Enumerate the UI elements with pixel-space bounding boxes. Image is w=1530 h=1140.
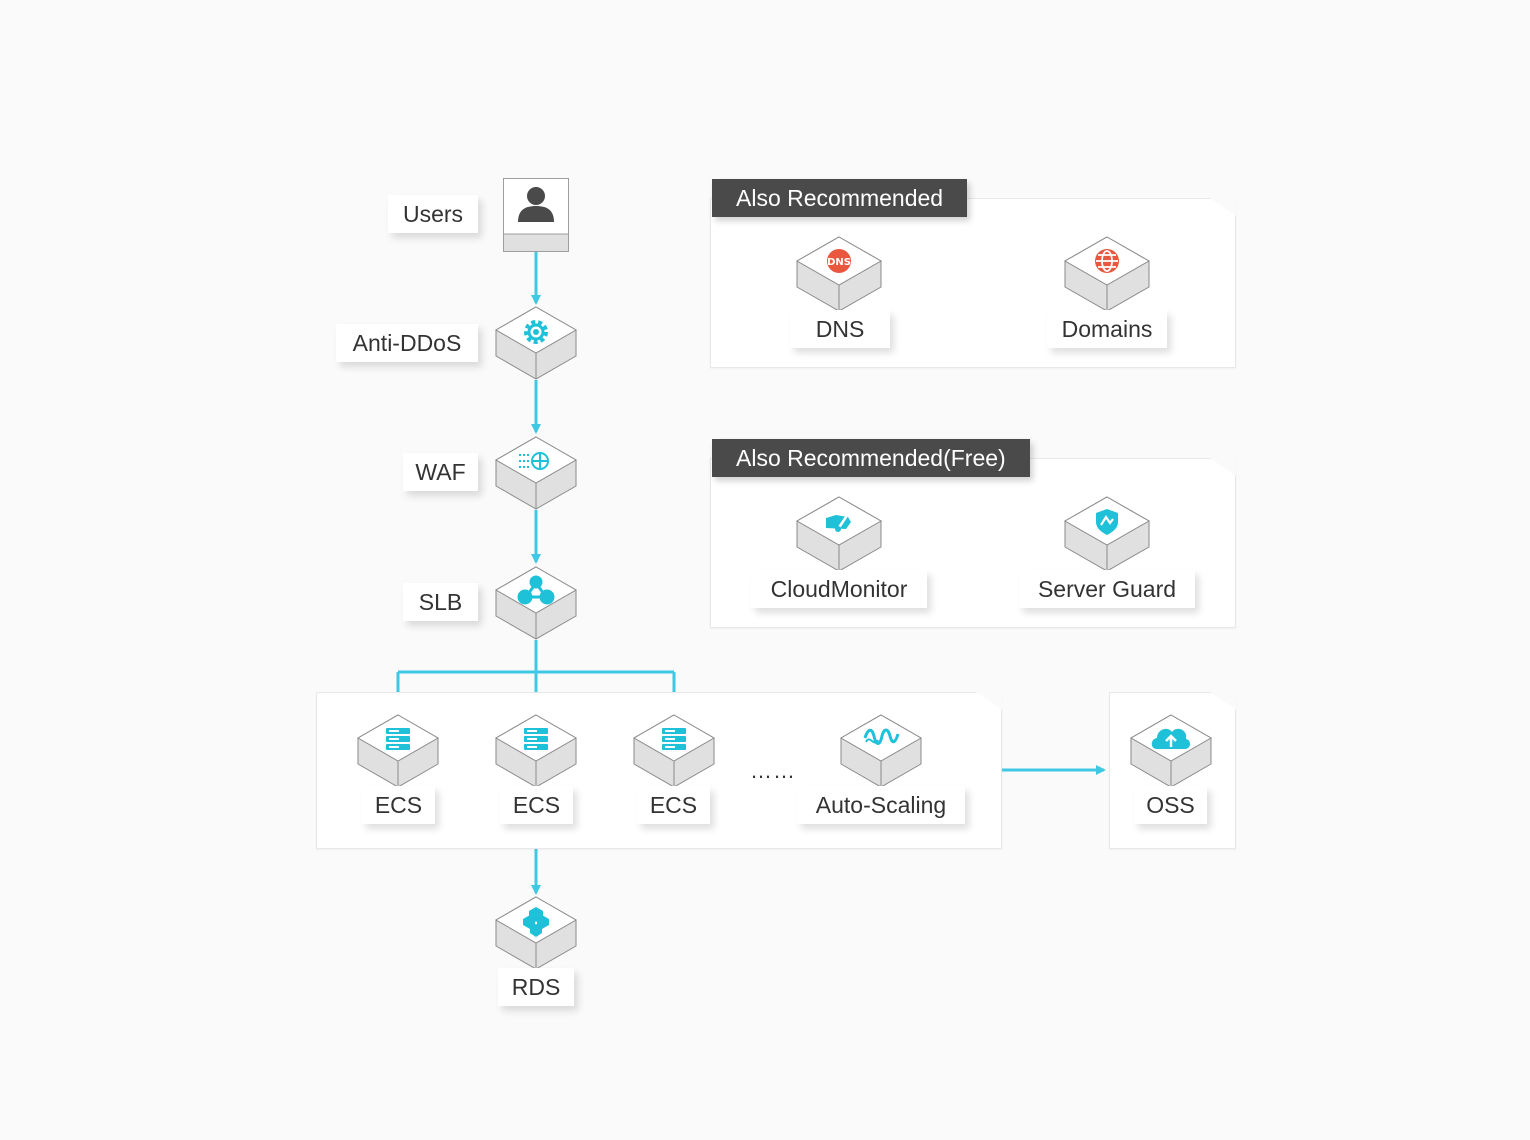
firewall-icon[interactable] bbox=[494, 436, 578, 510]
users-label: Users bbox=[388, 195, 478, 233]
gear-icon[interactable] bbox=[494, 306, 578, 380]
server-icon[interactable] bbox=[632, 714, 716, 788]
recommended-panel-title: Also Recommended bbox=[712, 179, 968, 217]
cloud-upload-icon[interactable] bbox=[1129, 714, 1213, 788]
scaling-wave-icon[interactable] bbox=[839, 714, 923, 788]
dns-label: DNS bbox=[790, 310, 890, 348]
database-icon[interactable] bbox=[494, 896, 578, 970]
server-guard-label: Server Guard bbox=[1019, 570, 1195, 608]
ecs-1-label: ECS bbox=[362, 786, 435, 824]
domains-label: Domains bbox=[1047, 310, 1167, 348]
globe-icon[interactable] bbox=[1063, 236, 1151, 312]
more-instances-ellipsis: …… bbox=[750, 758, 796, 783]
recommended-free-panel-title: Also Recommended(Free) bbox=[712, 439, 1030, 477]
cloudmonitor-label: CloudMonitor bbox=[751, 570, 927, 608]
load-balancer-icon[interactable] bbox=[494, 566, 578, 640]
svg-text:DNS: DNS bbox=[827, 257, 851, 268]
oss-label: OSS bbox=[1134, 786, 1207, 824]
ecs-2-label: ECS bbox=[500, 786, 573, 824]
ecs-3-label: ECS bbox=[637, 786, 710, 824]
anti-ddos-label: Anti-DDoS bbox=[336, 324, 478, 362]
server-icon[interactable] bbox=[356, 714, 440, 788]
waf-label: WAF bbox=[403, 453, 478, 491]
speedometer-icon[interactable] bbox=[795, 496, 883, 572]
server-icon[interactable] bbox=[494, 714, 578, 788]
shield-icon[interactable] bbox=[1063, 496, 1151, 572]
rds-label: RDS bbox=[498, 968, 574, 1006]
dns-icon[interactable]: DNS bbox=[795, 236, 883, 312]
auto-scaling-label: Auto-Scaling bbox=[797, 786, 965, 824]
user-icon[interactable] bbox=[503, 178, 569, 252]
slb-label: SLB bbox=[403, 583, 478, 621]
